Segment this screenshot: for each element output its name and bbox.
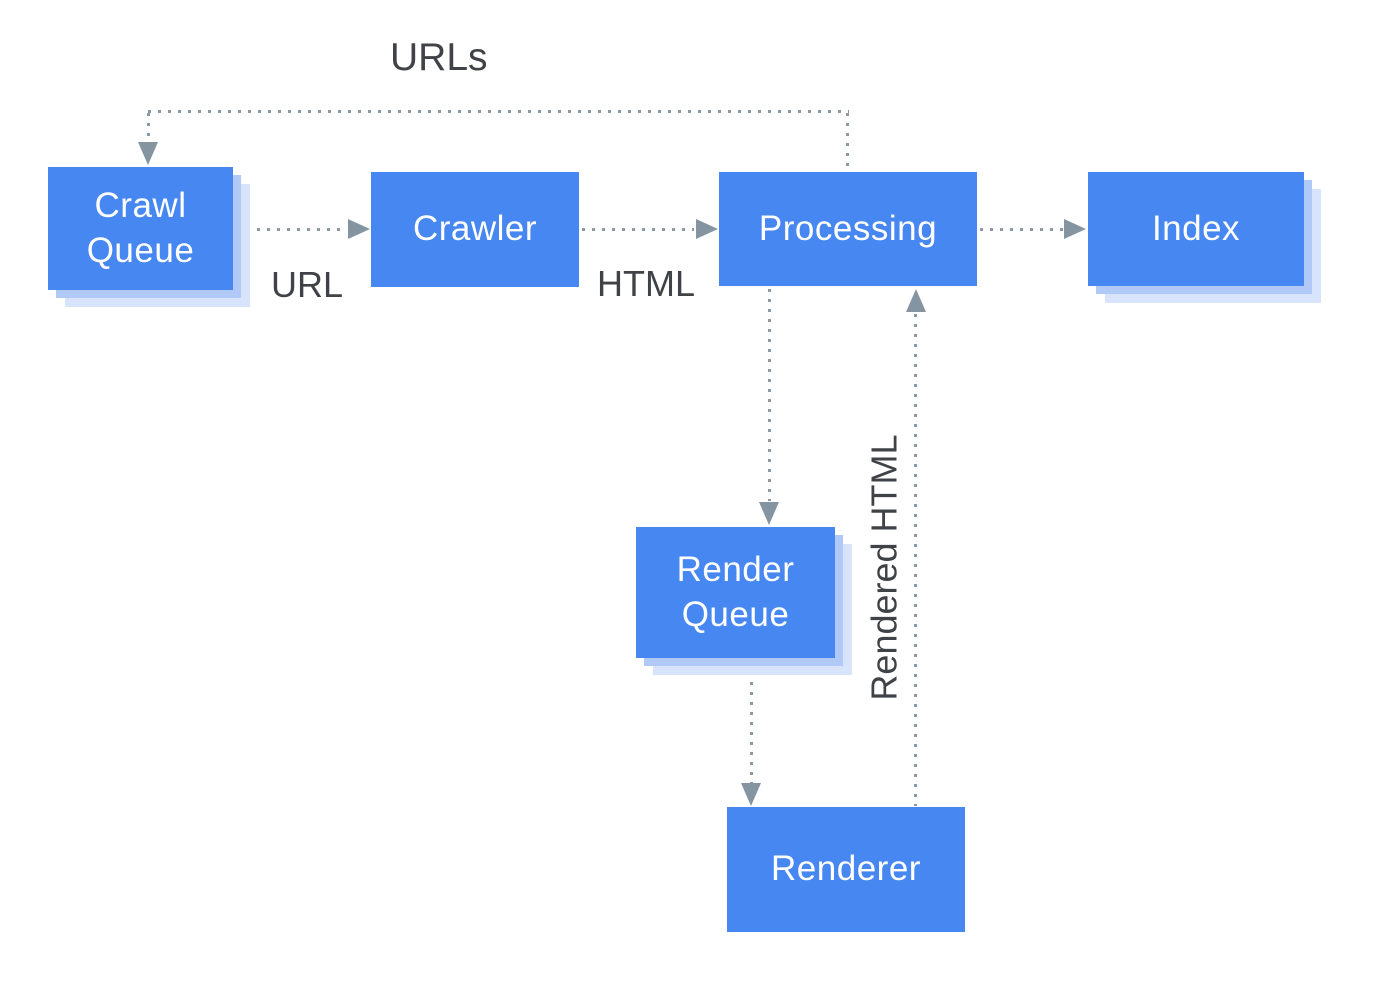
arrowhead-right-icon bbox=[348, 219, 370, 239]
arrowhead-down-icon bbox=[741, 783, 761, 806]
edge-renderer-to-processing bbox=[914, 314, 917, 806]
node-label: Processing bbox=[758, 208, 938, 248]
edge-processing-to-index bbox=[980, 228, 1064, 231]
edge-label-urls: URLs bbox=[390, 36, 488, 79]
arrowhead-down-icon bbox=[138, 142, 158, 165]
edge-label-html: HTML bbox=[597, 263, 695, 304]
edge-processing-to-crawl-queue-top-segment bbox=[148, 110, 849, 113]
edge-crawler-to-processing bbox=[582, 228, 694, 231]
node-crawler: Crawler bbox=[371, 172, 579, 287]
node-processing: Processing bbox=[719, 172, 977, 286]
edge-label-url: URL bbox=[271, 264, 344, 305]
node-index: Index bbox=[1088, 172, 1304, 286]
arrowhead-down-icon bbox=[759, 502, 779, 525]
node-crawl-queue: Crawl Queue bbox=[48, 167, 233, 290]
node-renderer: Renderer bbox=[727, 807, 965, 932]
arrowhead-up-icon bbox=[906, 289, 926, 312]
node-label: Crawl Queue bbox=[86, 185, 195, 270]
arrowhead-right-icon bbox=[1064, 219, 1086, 239]
edge-processing-to-crawl-queue-right-segment bbox=[846, 113, 849, 172]
node-label: Index bbox=[1151, 208, 1241, 248]
edge-render-queue-to-renderer bbox=[750, 682, 753, 783]
node-label: Render Queue bbox=[676, 549, 795, 634]
node-render-queue: Render Queue bbox=[636, 527, 835, 658]
edge-processing-to-render-queue bbox=[768, 289, 771, 501]
arrowhead-right-icon bbox=[696, 219, 718, 239]
edge-processing-to-crawl-queue-left-segment bbox=[147, 113, 150, 141]
node-label: Crawler bbox=[412, 209, 538, 249]
edge-label-rendered-html: Rendered HTML bbox=[863, 434, 905, 701]
edge-crawl-queue-to-crawler bbox=[237, 228, 347, 231]
node-label: Renderer bbox=[771, 849, 921, 889]
